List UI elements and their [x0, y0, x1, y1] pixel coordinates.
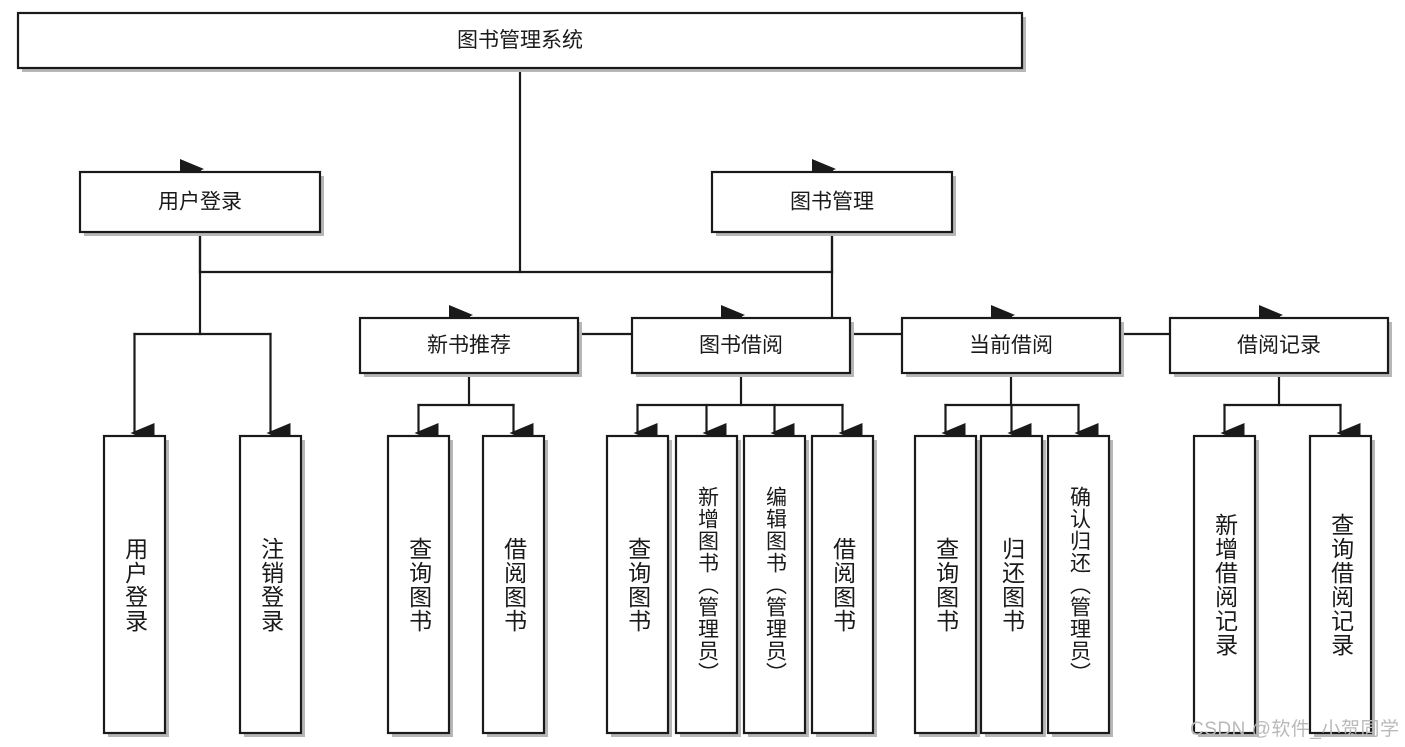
node-label: 图书管理 — [790, 191, 874, 214]
node-label: 图书管理系统 — [457, 29, 583, 52]
boxes-layer — [16, 11, 1392, 737]
node-leaf-query-book-2[interactable] — [605, 434, 670, 735]
node-leaf-add-record[interactable] — [1192, 434, 1257, 735]
node-leaf-add-book[interactable] — [674, 434, 739, 735]
node-leaf-borrow-book-1[interactable] — [481, 434, 546, 735]
node-label: 当前借阅 — [969, 334, 1053, 357]
node-leaf-user-login[interactable] — [102, 434, 167, 735]
node-leaf-logout[interactable] — [238, 434, 303, 735]
node-borrow-record[interactable] — [1168, 316, 1390, 375]
node-root[interactable] — [16, 11, 1024, 70]
node-current-borrow[interactable] — [900, 316, 1122, 375]
node-label: 借阅记录 — [1237, 334, 1321, 357]
node-leaf-query-book-3[interactable] — [913, 434, 978, 735]
node-book-manage[interactable] — [710, 170, 954, 234]
node-book-borrow[interactable] — [630, 316, 852, 375]
node-label: 图书借阅 — [699, 334, 783, 357]
node-leaf-query-record[interactable] — [1308, 434, 1373, 735]
node-leaf-edit-book[interactable] — [742, 434, 807, 735]
node-leaf-return-book[interactable] — [979, 434, 1044, 735]
watermark-text: CSDN @软件_小贺同学 — [1190, 719, 1400, 740]
edges-layer — [130, 66, 1361, 444]
node-leaf-confirm-return[interactable] — [1046, 434, 1111, 735]
node-user-login[interactable] — [78, 170, 322, 234]
node-leaf-borrow-book-2[interactable] — [810, 434, 875, 735]
node-new-book-rec[interactable] — [358, 316, 580, 375]
node-label: 新书推荐 — [427, 334, 511, 357]
node-label: 用户登录 — [158, 191, 242, 214]
node-leaf-query-book-1[interactable] — [386, 434, 451, 735]
